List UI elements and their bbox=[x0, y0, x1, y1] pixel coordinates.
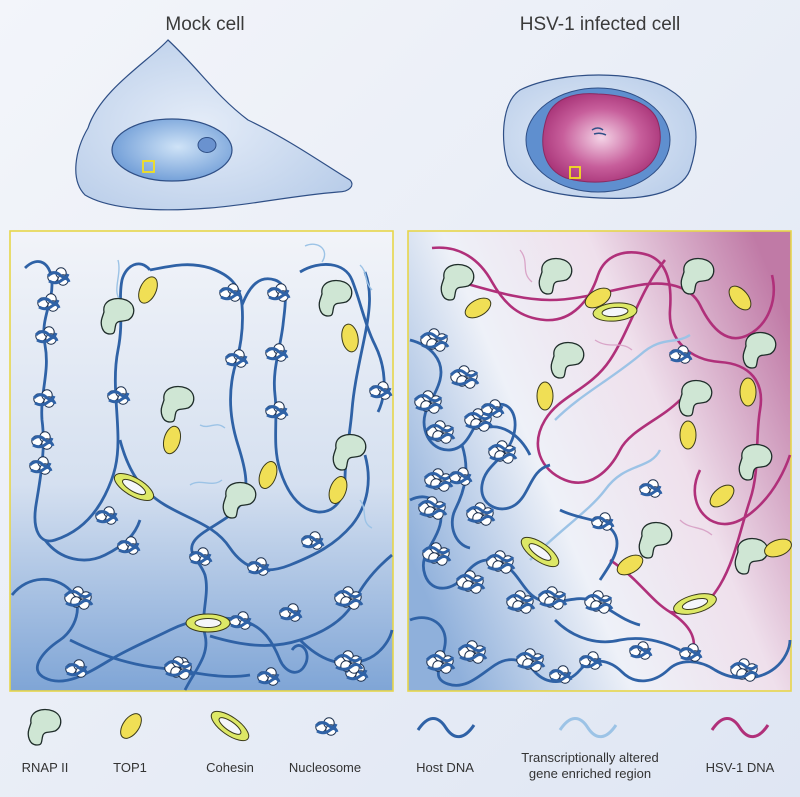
infected-cell-illustration bbox=[502, 74, 697, 199]
legend-top1-label: TOP1 bbox=[113, 760, 147, 775]
hsv-dna-strand bbox=[431, 246, 763, 614]
zoom-box-infected bbox=[569, 166, 581, 179]
legend-altered-label-1: Transcriptionally altered bbox=[521, 750, 659, 765]
legend-cohesin-label: Cohesin bbox=[206, 760, 254, 775]
legend-host-dna-label: Host DNA bbox=[416, 760, 474, 775]
mock-zoom-panel bbox=[9, 230, 394, 692]
legend-hsv-dna-label: HSV-1 DNA bbox=[705, 760, 775, 775]
legend-host-dna-icon bbox=[416, 717, 476, 739]
legend-nucleosome-label: Nucleosome bbox=[288, 760, 362, 775]
mock-cell-title: Mock cell bbox=[165, 14, 245, 35]
legend-rnap-label: RNAP II bbox=[21, 760, 69, 775]
infected-zoom-panel bbox=[407, 230, 795, 692]
mock-cell-illustration bbox=[75, 39, 353, 211]
infected-cell-title: HSV-1 infected cell bbox=[519, 14, 681, 35]
legend-altered-label-2: gene enriched region bbox=[528, 766, 652, 781]
zoom-box-mock bbox=[142, 160, 155, 173]
legend-hsv-dna-icon bbox=[710, 717, 770, 739]
legend-altered-dna-icon bbox=[558, 717, 618, 739]
legend bbox=[27, 705, 770, 747]
